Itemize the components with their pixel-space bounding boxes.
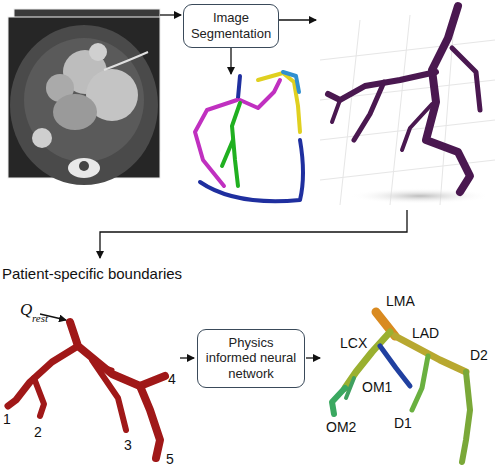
ct-image xyxy=(8,9,160,185)
vessel-name: OM1 xyxy=(362,380,392,394)
flow-arrow xyxy=(180,357,194,358)
vessel-name: LCX xyxy=(340,336,367,350)
callout-number: 4 xyxy=(168,372,176,386)
process-box: Physics informed neural network xyxy=(197,329,305,388)
flow-arrow xyxy=(160,14,181,15)
vessel-name: D1 xyxy=(394,416,412,430)
callout-number: 1 xyxy=(3,412,11,426)
flow-arrow xyxy=(100,210,407,258)
callout-number: 3 xyxy=(124,438,132,452)
result-model xyxy=(332,312,470,462)
box-text: Physics informed neural network xyxy=(205,335,297,382)
box-text: Image Segmentation xyxy=(191,10,271,41)
flow-arrow xyxy=(230,48,231,74)
process-box: Image Segmentation xyxy=(183,4,279,48)
vessel-name: LAD xyxy=(412,326,439,340)
flow-arrow xyxy=(306,357,320,358)
vessel-model xyxy=(320,6,495,205)
vessel-name: D2 xyxy=(470,348,488,362)
centerlines xyxy=(195,72,303,201)
flow-arrow xyxy=(279,19,316,20)
symbol-subscript: rest xyxy=(32,313,48,324)
callout-number: 2 xyxy=(34,425,42,439)
vessel-name: LMA xyxy=(386,294,415,308)
boundary-model xyxy=(8,322,165,458)
callout-number: 5 xyxy=(166,452,174,466)
symbol: Q xyxy=(20,301,32,318)
section-heading: Patient-specific boundaries xyxy=(2,266,182,281)
vessel-name: OM2 xyxy=(326,420,356,434)
